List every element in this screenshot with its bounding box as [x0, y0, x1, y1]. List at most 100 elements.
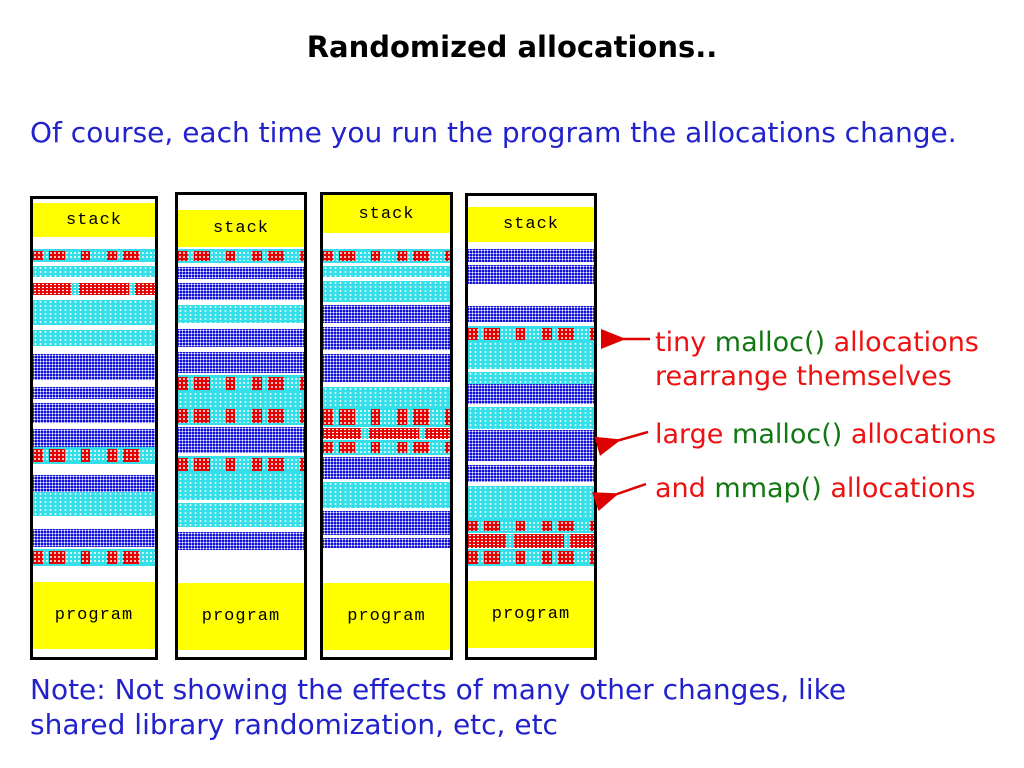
memory-band-w: [33, 277, 155, 283]
memory-band-w: [33, 346, 155, 354]
program-label: program: [201, 607, 281, 626]
annotation-tiny-line2: rearrange themselves: [655, 361, 952, 392]
memory-band-p: program: [468, 581, 594, 648]
stack-label: stack: [65, 210, 122, 230]
annotation-large-malloc: large malloc() allocations: [655, 418, 996, 452]
memory-band-b: [468, 384, 594, 404]
memory-band-b: [178, 329, 304, 347]
memory-band-p: program: [33, 582, 155, 649]
memory-band-b: [323, 327, 450, 350]
memory-band-w: [178, 263, 304, 267]
memory-band-b: [323, 511, 450, 535]
annotation-tiny-part1: tiny: [655, 327, 715, 358]
memory-band-w: [468, 566, 594, 581]
memory-band-c: [323, 281, 450, 302]
annotation-mmap-part2: mmap(): [714, 473, 822, 504]
memory-band-b: [323, 305, 450, 323]
memory-band-r: [468, 534, 594, 548]
memory-band-w: [33, 295, 155, 300]
memory-band-w: [33, 423, 155, 429]
program-label: program: [491, 605, 571, 624]
annotation-mmap-part3: allocations: [821, 473, 976, 504]
memory-band-b: [33, 529, 155, 547]
memory-band-c: [468, 342, 594, 369]
memory-band-w: [468, 429, 594, 430]
memory-band-w: [468, 648, 594, 656]
bottom-note-line1: Note: Not showing the effects of many ot…: [30, 673, 847, 706]
memory-band-w: [33, 399, 155, 403]
memory-band-c: [178, 503, 304, 527]
memory-band-w: [323, 548, 450, 583]
memory-band-r: [33, 283, 155, 295]
memory-band-w: [323, 277, 450, 281]
annotation-tiny-malloc: tiny malloc() allocations rearrange them…: [655, 326, 979, 394]
memory-band-p: program: [323, 583, 450, 650]
memory-band-w: [323, 427, 450, 428]
memory-band-w: [33, 547, 155, 549]
memory-band-t: [33, 447, 155, 464]
memory-band-b: [33, 387, 155, 399]
memory-band-c: [323, 482, 450, 508]
memory-band-t: [178, 249, 304, 263]
memory-band-b: [468, 465, 594, 482]
memory-band-p: program: [178, 583, 304, 650]
memory-band-t: [33, 549, 155, 566]
memory-band-b: [323, 457, 450, 479]
arrow-large-malloc: [594, 430, 649, 456]
memory-band-w: [178, 300, 304, 305]
memory-band-w: [33, 262, 155, 266]
subtitle-text: Of course, each time you run the program…: [30, 116, 957, 149]
memory-band-b: [178, 427, 304, 453]
memory-band-b: [33, 475, 155, 492]
memory-band-b: [178, 267, 304, 279]
memory-band-w: [33, 566, 155, 582]
memory-band-b: [468, 430, 594, 461]
memory-band-b: [178, 532, 304, 550]
memory-band-c: [468, 486, 594, 519]
stack-label: stack: [212, 219, 269, 238]
memory-band-b: [468, 265, 594, 284]
memory-band-b: [33, 354, 155, 380]
memory-band-w: [468, 262, 594, 265]
annotation-large-part2: malloc(): [732, 419, 843, 450]
memory-band-w: [178, 527, 304, 532]
memory-band-w: [468, 533, 594, 534]
memory-band-w: [323, 350, 450, 354]
memory-band-c: [33, 492, 155, 516]
memory-band-w: [33, 325, 155, 330]
memory-band-w: [323, 455, 450, 457]
memory-band-w: [33, 237, 155, 249]
memory-band-w: [323, 439, 450, 440]
memory-band-w: [33, 516, 155, 529]
memory-band-w: [323, 479, 450, 482]
memory-band-w: [33, 464, 155, 475]
memory-band-w: [178, 500, 304, 503]
memory-band-c: [33, 300, 155, 325]
memory-band-w: [323, 382, 450, 387]
program-label: program: [54, 606, 134, 625]
memory-band-w: [33, 199, 155, 203]
memory-band-c: [33, 330, 155, 346]
memory-band-w: [33, 649, 155, 657]
memory-band-w: [468, 284, 594, 306]
memory-band-w: [468, 242, 594, 249]
memory-band-t: [178, 407, 304, 425]
memory-band-w: [323, 650, 450, 657]
memory-band-s: stack: [178, 210, 304, 247]
memory-band-w: [178, 550, 304, 583]
page-title: Randomized allocations..: [306, 30, 718, 64]
memory-band-c: [178, 392, 304, 407]
memory-band-b: [178, 352, 304, 373]
memory-band-w: [178, 323, 304, 329]
memory-band-c: [323, 266, 450, 277]
memory-band-b: [468, 249, 594, 262]
bottom-note-line2: shared library randomization, etc, etc: [30, 708, 558, 741]
arrow-mmap: [591, 482, 647, 512]
memory-band-w: [468, 196, 594, 207]
memory-band-w: [468, 461, 594, 465]
memory-band-b: [323, 538, 450, 548]
memory-band-b: [178, 283, 304, 300]
